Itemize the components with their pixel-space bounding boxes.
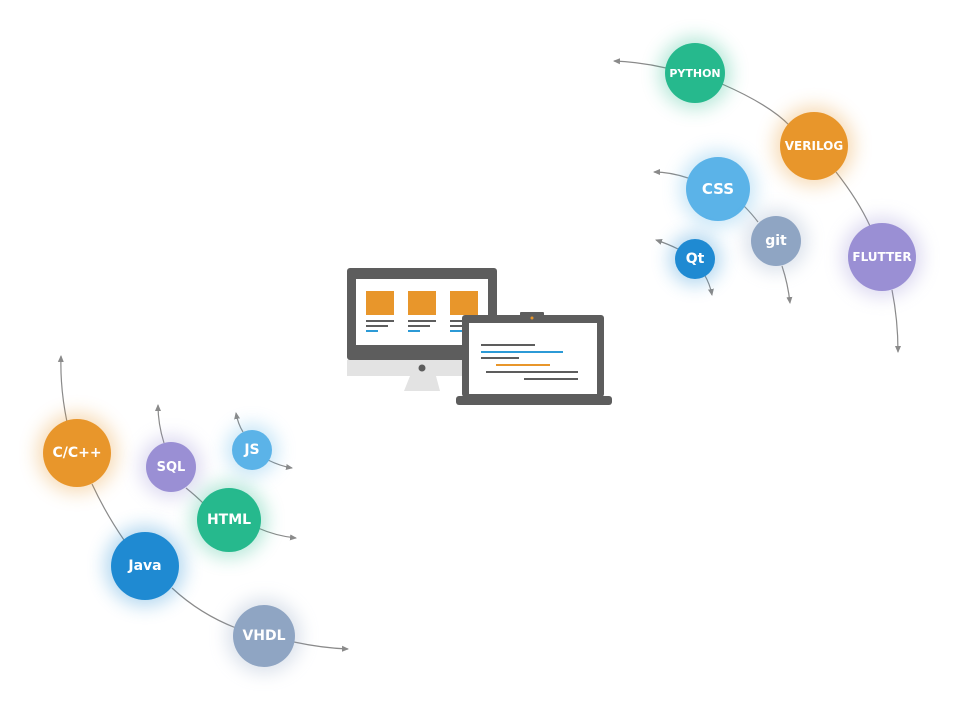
connector-vhdl-out xyxy=(293,641,349,652)
sql-bubble: SQL xyxy=(146,442,196,492)
laptop-icon xyxy=(456,312,612,405)
connector-qt-in xyxy=(655,239,679,250)
connector-css-git xyxy=(743,205,759,223)
verilog-bubble: VERILOG xyxy=(780,112,848,180)
verilog-label: VERILOG xyxy=(784,139,844,153)
git-label: git xyxy=(765,233,787,249)
qt-bubble: Qt xyxy=(675,239,715,279)
js-bubble: JS xyxy=(232,430,272,470)
java-label: Java xyxy=(128,558,162,574)
connector-html-out xyxy=(257,527,297,541)
flutter-bubble: FLUTTER xyxy=(848,223,916,291)
java-bubble: Java xyxy=(111,532,179,600)
connector-git-out xyxy=(781,265,793,304)
git-bubble: git xyxy=(751,216,801,266)
css-bubble: CSS xyxy=(686,157,750,221)
vhdl-label: VHDL xyxy=(242,628,286,644)
python-label: PYTHON xyxy=(669,66,721,80)
connector-cpp-up xyxy=(57,355,68,423)
connector-verilog-flutter xyxy=(835,171,871,227)
connector-css-out xyxy=(653,169,689,179)
js-label: JS xyxy=(244,442,260,458)
sql-label: SQL xyxy=(156,459,186,475)
connector-sql-up xyxy=(155,404,165,444)
connector-flutter-out xyxy=(891,289,901,353)
flutter-label: FLUTTER xyxy=(852,250,912,264)
cpp-bubble: C/C++ xyxy=(43,419,111,487)
html-bubble: HTML xyxy=(197,488,261,552)
qt-label: Qt xyxy=(685,251,705,267)
connector-python-out xyxy=(613,58,667,69)
connector-python-verilog xyxy=(721,83,791,127)
css-label: CSS xyxy=(701,179,735,198)
python-bubble: PYTHON xyxy=(665,43,725,103)
html-label: HTML xyxy=(206,512,252,528)
connector-cpp-java xyxy=(91,483,125,541)
cpp-label: C/C++ xyxy=(52,445,102,461)
connector-java-vhdl xyxy=(171,587,237,629)
connector-js-out xyxy=(267,459,293,470)
vhdl-bubble: VHDL xyxy=(233,605,295,667)
connector-js-up xyxy=(234,412,244,433)
